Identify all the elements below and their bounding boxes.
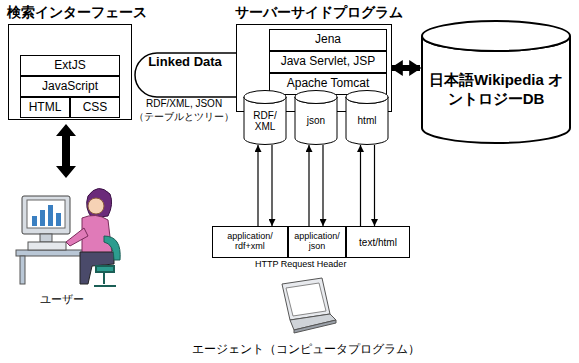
box-label: Java Servlet, JSP — [281, 55, 376, 68]
layer-box: Jena — [269, 29, 387, 51]
group-heading: サーバーサイドプログラム — [235, 4, 403, 22]
cylinder-label: RDF/ XML — [243, 110, 287, 133]
actor-label: ユーザー — [40, 292, 84, 307]
header-box: application/ json — [288, 226, 346, 258]
box-label: Jena — [315, 33, 341, 46]
format-note: RDF/XML, JSON — [146, 98, 222, 109]
format-cylinder: RDF/ XML — [243, 90, 287, 145]
cylinder-label: html — [345, 115, 389, 127]
format-cylinder: json — [294, 90, 338, 145]
double-arrow — [392, 65, 420, 71]
box-label: Apache Tomcat — [287, 77, 370, 90]
layer-box: ExtJS — [20, 55, 120, 76]
layer-box: CSS — [70, 97, 120, 118]
group-heading: 検索インターフェース — [7, 4, 147, 22]
header-box: text/html — [346, 226, 410, 258]
format-cylinder: html — [345, 90, 389, 145]
layer-box: HTML — [20, 97, 70, 118]
user-figure — [16, 188, 120, 286]
client-box: 検索インターフェースExtJSJavaScriptHTMLCSS — [8, 24, 132, 120]
request-arrow — [360, 145, 361, 226]
database-cylinder: 日本語Wikipedia オントロジーDB — [420, 20, 572, 144]
pipe-label: Linked Data — [148, 55, 222, 69]
box-label: application/ rdf+xml — [213, 232, 287, 252]
request-arrow — [308, 145, 309, 226]
cylinder-label: json — [294, 115, 338, 127]
format-note: （テーブルとツリー） — [134, 110, 234, 124]
cylinder-label: 日本語Wikipedia オントロジーDB — [420, 71, 572, 109]
request-arrow — [374, 145, 375, 226]
axis-caption: HTTP Request Header — [255, 259, 346, 269]
linked-data-pipe: Linked Data — [134, 52, 244, 98]
request-arrow — [271, 145, 272, 226]
layer-box: Java Servlet, JSP — [269, 51, 387, 73]
layer-box: JavaScript — [20, 76, 120, 97]
user-double-arrow — [56, 124, 76, 178]
request-arrow — [322, 145, 323, 226]
box-label: application/ json — [289, 232, 345, 252]
box-label: ExtJS — [54, 59, 85, 72]
box-label: text/html — [359, 237, 397, 248]
laptop-figure — [282, 278, 336, 333]
actor-label: エージェント（コンピュータプログラム） — [192, 341, 420, 358]
box-label: HTML — [29, 101, 62, 114]
box-label: CSS — [83, 101, 108, 114]
request-arrow — [257, 145, 258, 226]
header-box: application/ rdf+xml — [212, 226, 288, 258]
box-label: JavaScript — [42, 80, 98, 93]
